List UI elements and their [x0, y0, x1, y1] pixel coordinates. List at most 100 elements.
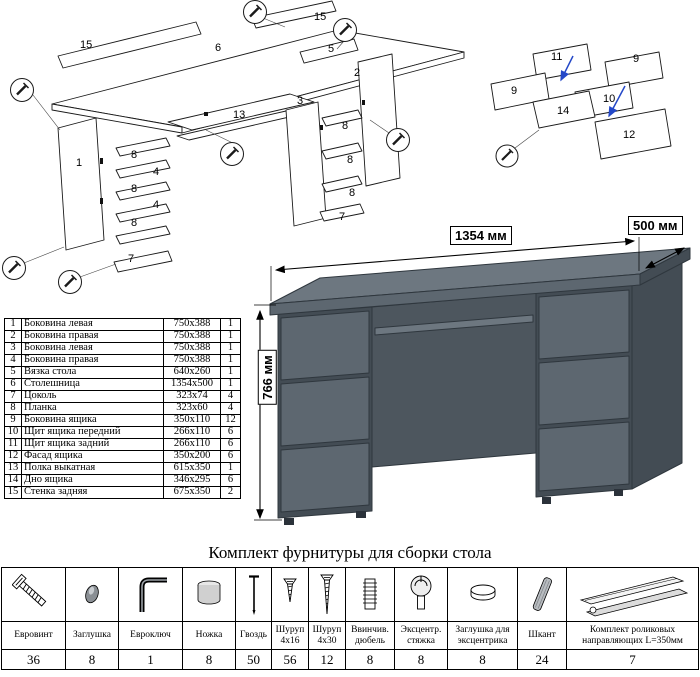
part-qty: 6: [220, 426, 241, 439]
hardware-qty: 8: [182, 649, 236, 670]
hardware-icon-cell: [118, 567, 183, 622]
fastener-callout-icon: [242, 0, 268, 25]
part-qty: 1: [220, 462, 241, 475]
part-number-label: 14: [557, 105, 570, 117]
part-num: 6: [4, 378, 22, 391]
part-number-label: 15: [314, 11, 327, 23]
hardware-qty: 56: [271, 649, 309, 670]
part-qty: 12: [220, 414, 241, 427]
part-size: 266x110: [163, 438, 221, 451]
part-name: Боковина левая: [21, 342, 164, 355]
hardware-qty: 8: [394, 649, 448, 670]
hardware-name: Ножка: [182, 621, 236, 650]
part-qty: 6: [220, 450, 241, 463]
depth-dimension-label: 500 мм: [628, 216, 683, 235]
part-name: Боковина правая: [21, 354, 164, 367]
width-dimension-label: 1354 мм: [450, 226, 512, 245]
hardware-table: Евровинт Заглушка Евроключ Ножка Гвоздь …: [1, 567, 699, 670]
part-size: 615x350: [163, 462, 221, 475]
part-num: 4: [4, 354, 22, 367]
part-name: Полка выкатная: [21, 462, 164, 475]
part-qty: 1: [220, 330, 241, 343]
furniture-leg-icon: [197, 580, 221, 604]
part-num: 14: [4, 474, 22, 487]
hardware-icon-cell: [65, 567, 119, 622]
part-number-label: 4: [153, 166, 160, 178]
hardware-qty: 36: [1, 649, 66, 670]
height-dimension-label: 766 мм: [257, 350, 277, 405]
part-name: Цоколь: [21, 390, 164, 403]
part-num: 11: [4, 438, 22, 451]
part-size: 1354x500: [163, 378, 221, 391]
hardware-name: Заглушка: [65, 621, 119, 650]
fastener-callout-icon: [57, 269, 83, 295]
wooden-dowel-icon: [532, 576, 552, 611]
part-number-label: 5: [328, 43, 335, 55]
part-num: 10: [4, 426, 22, 439]
nail-icon: [248, 574, 259, 615]
part-size: 750x388: [163, 330, 221, 343]
part-qty: 1: [220, 318, 241, 331]
screw-in-dowel-icon: [363, 578, 377, 609]
part-num: 7: [4, 390, 22, 403]
part-name: Вязка стола: [21, 366, 164, 379]
hardware-icon-cell: [308, 567, 346, 622]
part-name: Стенка задняя: [21, 486, 164, 499]
hardware-qty: 8: [447, 649, 518, 670]
hardware-name: Комплект роликовых направляющих L=350мм: [566, 621, 699, 650]
screw-4x16-icon: [283, 578, 297, 602]
hardware-name: Евроключ: [118, 621, 183, 650]
part-number-label: 8: [349, 187, 356, 199]
desk-render: 1354 мм 500 мм 766 мм: [250, 216, 700, 533]
hardware-name: Гвоздь: [235, 621, 272, 650]
fastener-callout-icon: [495, 129, 540, 168]
part-number-label: 8: [131, 183, 138, 195]
part-qty: 1: [220, 342, 241, 355]
hardware-kit-title: Комплект фурнитуры для сборки стола: [208, 543, 492, 562]
hardware-icon-cell: [235, 567, 272, 622]
part-num: 13: [4, 462, 22, 475]
part-num: 2: [4, 330, 22, 343]
hex-key-icon: [139, 577, 167, 612]
part-num: 5: [4, 366, 22, 379]
hardware-qty: 8: [345, 649, 395, 670]
part-number-label: 8: [131, 149, 138, 161]
hardware-name: Эксцентр. стяжка: [394, 621, 448, 650]
screw-4x30-icon: [320, 574, 334, 614]
hardware-qty: 8: [65, 649, 119, 670]
part-name: Столешница: [21, 378, 164, 391]
roller-guides-icon: [579, 576, 688, 616]
part-number-label: 6: [215, 42, 222, 54]
hardware-name: Шкант: [517, 621, 567, 650]
hardware-qty: 50: [235, 649, 272, 670]
part-name: Боковина правая: [21, 330, 164, 343]
part-size: 323x74: [163, 390, 221, 403]
hardware-icon-cell: [345, 567, 395, 622]
part-number-label: 10: [603, 93, 616, 105]
part-number-label: 7: [339, 211, 346, 223]
hardware-icon-cell: [566, 567, 699, 622]
hardware-name: Евровинт: [1, 621, 66, 650]
hardware-qty-row: 36 8 1 8 50 56 12 8 8 8 24 7: [1, 649, 699, 670]
part-number-label: 2: [354, 67, 361, 79]
hardware-names-row: Евровинт Заглушка Евроключ Ножка Гвоздь …: [1, 621, 699, 650]
fastener-callout-icon: [1, 255, 27, 281]
hardware-icon-cell: [394, 567, 448, 622]
cam-lock-icon: [410, 575, 432, 609]
part-qty: 6: [220, 474, 241, 487]
hardware-name: Шуруп 4х30: [308, 621, 346, 650]
fastener-callout-icon: [219, 141, 245, 167]
part-num: 1: [4, 318, 22, 331]
